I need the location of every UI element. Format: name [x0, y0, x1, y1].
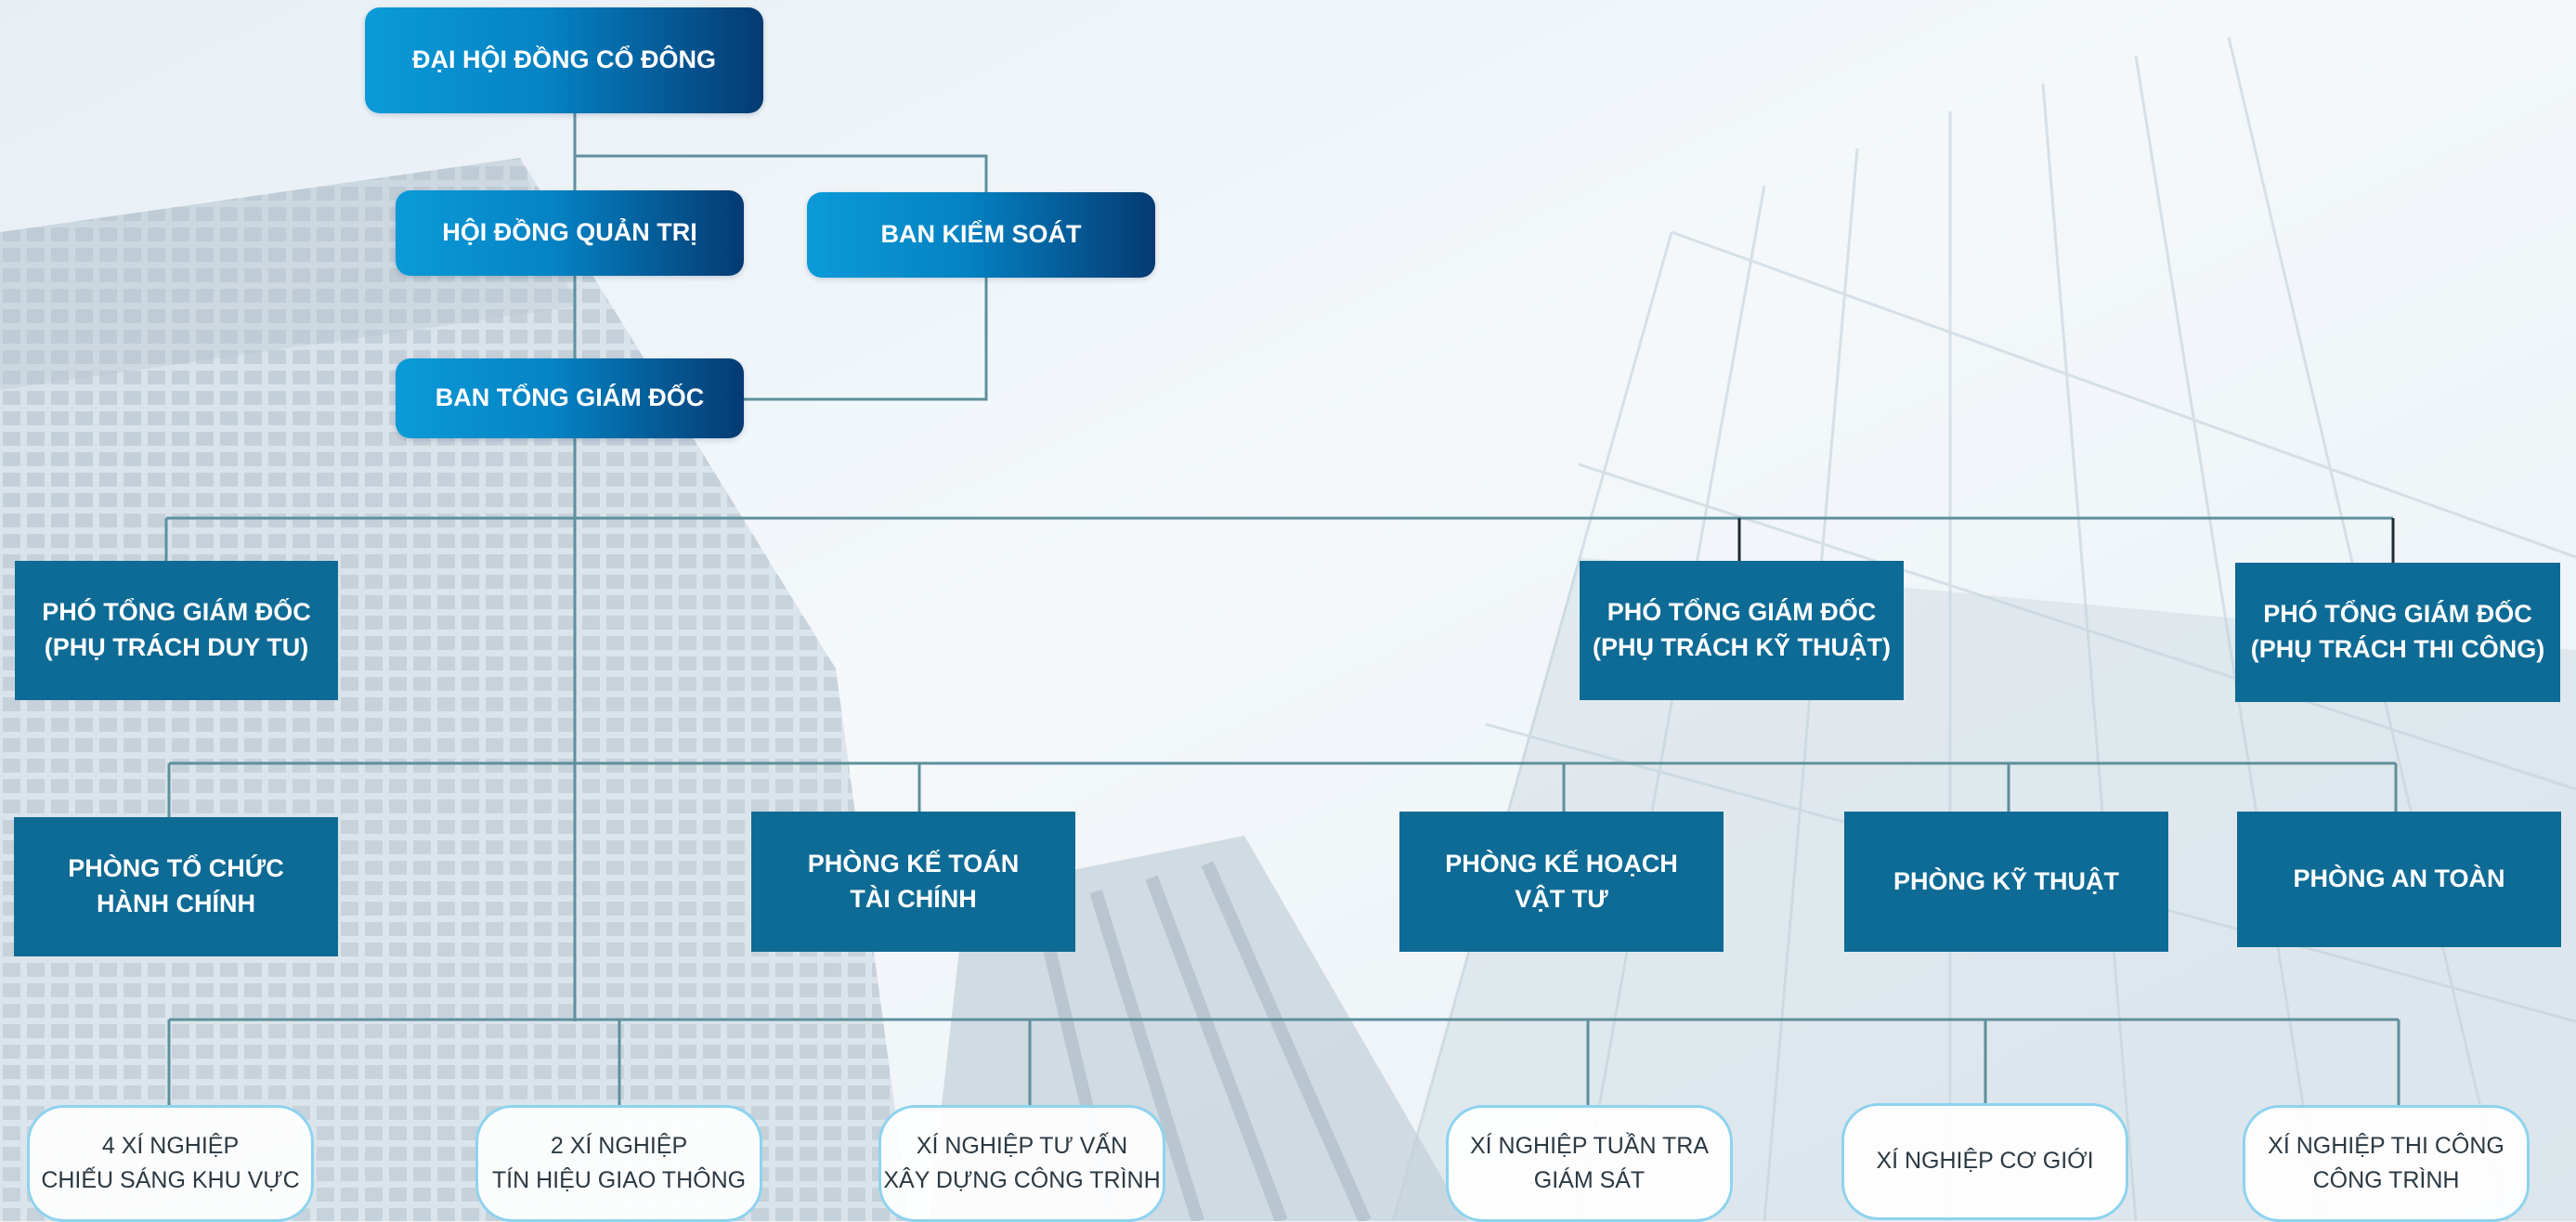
- deputy-director-technical-box: PHÓ TỔNG GIÁM ĐỐC (PHỤ TRÁCH KỸ THUẬT): [1580, 561, 1904, 700]
- shareholders-meeting-label: ĐẠI HỘI ĐỒNG CỔ ĐÔNG: [411, 46, 716, 74]
- dept-planning-label: PHÒNG KẾ HOẠCH VẬT TƯ: [1445, 849, 1678, 913]
- unit-patrol-box: XÍ NGHIỆP TUẦN TRA GIÁM SÁT: [1446, 1105, 1733, 1222]
- unit-lighting-label: 4 XÍ NGHIỆP CHIẾU SÁNG KHU VỰC: [41, 1132, 300, 1194]
- executive-board-label: BAN TỔNG GIÁM ĐỐC: [435, 384, 705, 412]
- unit-consulting-label: XÍ NGHIỆP TƯ VẤN XÂY DỰNG CÔNG TRÌNH: [883, 1132, 1161, 1194]
- unit-machinery-label: XÍ NGHIỆP CƠ GIỚI: [1876, 1148, 2094, 1175]
- unit-machinery-box: XÍ NGHIỆP CƠ GIỚI: [1841, 1103, 2128, 1220]
- unit-construction-label: XÍ NGHIỆP THI CÔNG CÔNG TRÌNH: [2268, 1132, 2504, 1194]
- board-of-directors-label: HỘI ĐỒNG QUẢN TRỊ: [442, 218, 697, 247]
- shareholders-meeting-box: ĐẠI HỘI ĐỒNG CỔ ĐÔNG: [365, 7, 763, 113]
- deputy-director-construction-label: PHÓ TỔNG GIÁM ĐỐC (PHỤ TRÁCH THI CÔNG): [2250, 600, 2545, 663]
- unit-lighting-box: 4 XÍ NGHIỆP CHIẾU SÁNG KHU VỰC: [27, 1105, 314, 1222]
- dept-finance-label: PHÒNG KẾ TOÁN TÀI CHÍNH: [807, 849, 1020, 913]
- dept-safety-box: PHÒNG AN TOÀN: [2237, 812, 2561, 947]
- unit-consulting-box: XÍ NGHIỆP TƯ VẤN XÂY DỰNG CÔNG TRÌNH: [878, 1105, 1165, 1222]
- deputy-director-technical-label: PHÓ TỔNG GIÁM ĐỐC (PHỤ TRÁCH KỸ THUẬT): [1593, 598, 1891, 661]
- executive-board-box: BAN TỔNG GIÁM ĐỐC: [396, 358, 744, 438]
- dept-finance-box: PHÒNG KẾ TOÁN TÀI CHÍNH: [751, 812, 1075, 952]
- unit-traffic-signal-label: 2 XÍ NGHIỆP TÍN HIỆU GIAO THÔNG: [491, 1132, 747, 1194]
- supervisory-board-label: BAN KIỂM SOÁT: [880, 220, 1082, 249]
- dept-technical-label: PHÒNG KỸ THUẬT: [1893, 866, 2119, 895]
- unit-patrol-label: XÍ NGHIỆP TUẦN TRA GIÁM SÁT: [1469, 1132, 1709, 1194]
- dept-planning-box: PHÒNG KẾ HOẠCH VẬT TƯ: [1399, 812, 1724, 952]
- dept-technical-box: PHÒNG KỸ THUẬT: [1844, 812, 2168, 952]
- board-of-directors-box: HỘI ĐỒNG QUẢN TRỊ: [396, 190, 744, 276]
- dept-admin-box: PHÒNG TỔ CHỨC HÀNH CHÍNH: [14, 817, 338, 956]
- deputy-director-maintenance-box: PHÓ TỔNG GIÁM ĐỐC (PHỤ TRÁCH DUY TU): [15, 561, 338, 700]
- dept-admin-label: PHÒNG TỔ CHỨC HÀNH CHÍNH: [68, 854, 284, 917]
- unit-construction-box: XÍ NGHIỆP THI CÔNG CÔNG TRÌNH: [2243, 1105, 2530, 1222]
- deputy-director-construction-box: PHÓ TỔNG GIÁM ĐỐC (PHỤ TRÁCH THI CÔNG): [2235, 563, 2560, 702]
- supervisory-board-box: BAN KIỂM SOÁT: [807, 192, 1155, 278]
- unit-traffic-signal-box: 2 XÍ NGHIỆP TÍN HIỆU GIAO THÔNG: [475, 1105, 762, 1222]
- dept-safety-label: PHÒNG AN TOÀN: [2293, 864, 2505, 893]
- deputy-director-maintenance-label: PHÓ TỔNG GIÁM ĐỐC (PHỤ TRÁCH DUY TU): [42, 598, 311, 661]
